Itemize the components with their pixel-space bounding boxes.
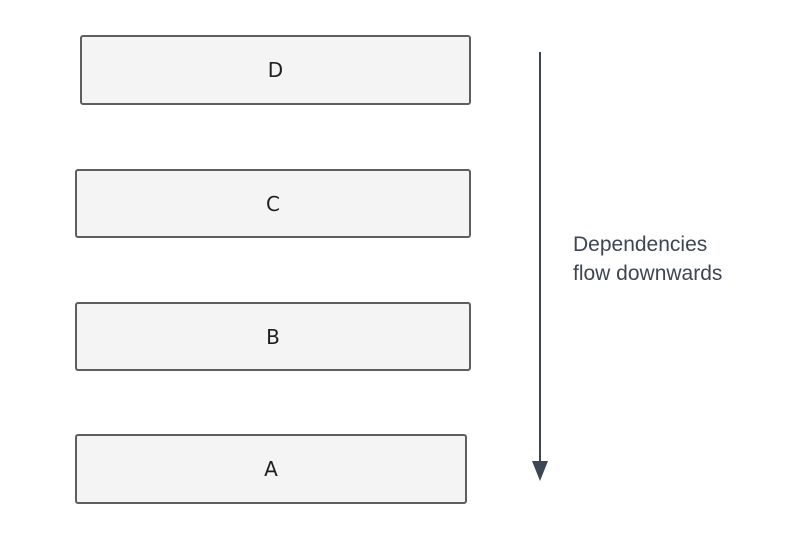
layer-label-c: C — [266, 191, 280, 216]
layer-box-a: A — [75, 434, 467, 504]
caption-line-1: Dependencies — [573, 233, 708, 256]
layer-box-c: C — [75, 169, 471, 238]
layer-label-b: B — [266, 324, 280, 349]
layer-label-a: A — [264, 457, 278, 481]
dependency-caption: Dependencies flow downwards — [573, 230, 793, 288]
arrow-head-icon — [532, 461, 548, 481]
caption-line-2: flow downwards — [573, 262, 723, 285]
layer-box-b: B — [75, 302, 471, 371]
layer-box-d: D — [80, 35, 471, 105]
layer-label-d: D — [267, 58, 284, 82]
